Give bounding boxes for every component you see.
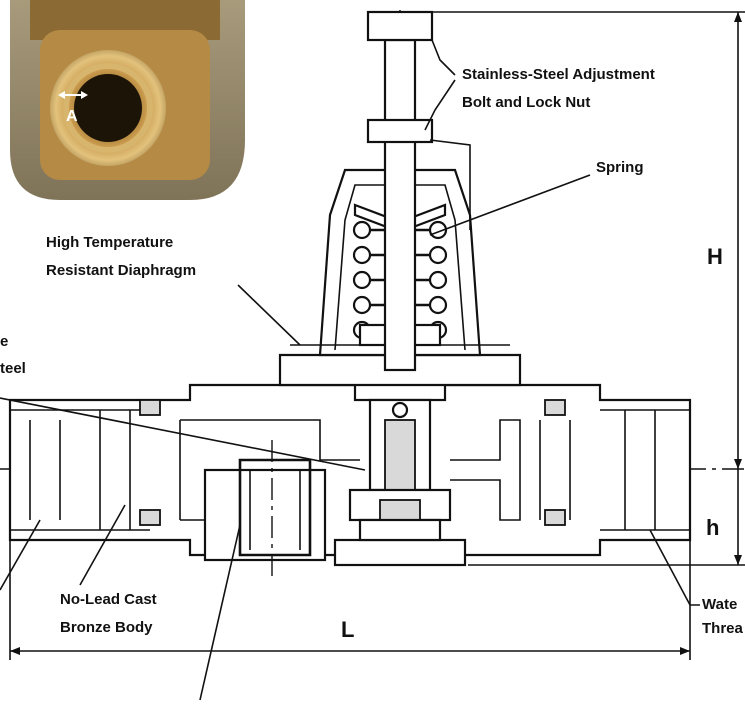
adjustment-bolt-label-line1: Stainless-Steel Adjustment [462,66,655,83]
dimension-a-label: A [66,108,78,125]
fitting-photo [0,0,245,200]
water-label-line2: Threa [702,620,744,637]
steel-label-line1: e [0,333,8,350]
body-label-line1: No-Lead Cast [60,591,157,608]
dimension-h-lower-label: h [706,515,719,540]
diaphragm-label-line1: High Temperature [46,234,173,251]
leader-lines [0,39,700,701]
body-label-line2: Bronze Body [60,619,153,636]
adjustment-bolt [366,10,471,372]
dimension-l-label: L [341,617,354,642]
height-dimensions [432,11,745,566]
length-dimension [9,540,691,660]
bottom-port [203,440,467,580]
steel-label-line2: teel [0,360,26,377]
adjustment-bolt-label-line2: Bolt and Lock Nut [462,94,590,111]
diaphragm-label-line2: Resistant Diaphragm [46,262,196,279]
water-label-line1: Wate [702,596,737,613]
dimension-h-upper-label: H [707,244,723,269]
dimension-a-arrow [58,91,88,99]
spring-label: Spring [596,159,644,176]
